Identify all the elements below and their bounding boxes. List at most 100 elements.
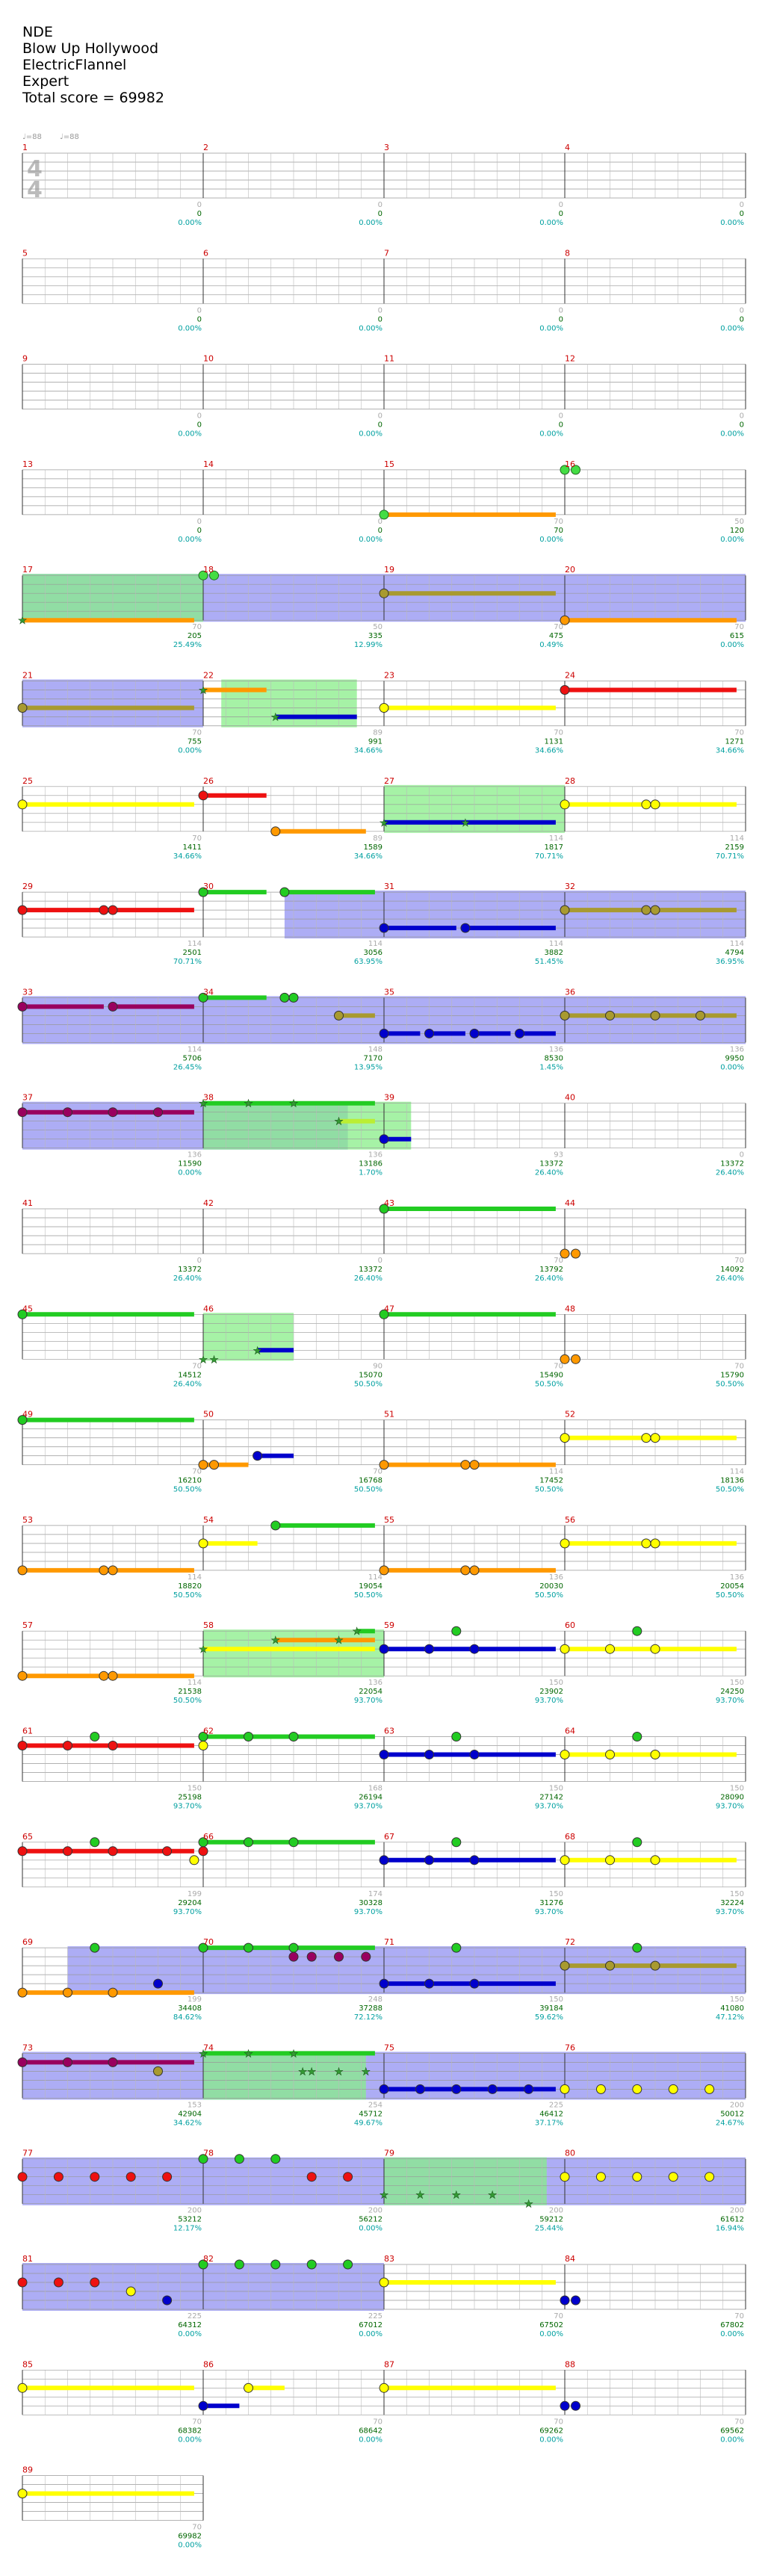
measure-multiplier: 50: [373, 623, 382, 631]
measure-number: 71: [384, 1937, 394, 1947]
song-header: NDE Blow Up Hollywood ElectricFlannel Ex…: [22, 24, 164, 106]
measure-number: 46: [203, 1304, 214, 1313]
note-gem: [460, 923, 471, 933]
note-gem: [198, 1741, 208, 1750]
note-gem: [343, 2172, 353, 2182]
measure-percent: 1.70%: [359, 1169, 382, 1177]
note-gem: [306, 1951, 317, 1962]
measure-percent: 50.50%: [535, 1380, 563, 1388]
note-gem: [270, 2154, 281, 2164]
measure-percent: 26.45%: [173, 1063, 202, 1071]
note-gem: [632, 1732, 642, 1741]
note-gem: [189, 1855, 199, 1866]
measure-multiplier: 0: [378, 201, 382, 209]
note-gem: [560, 1433, 570, 1443]
note-gem: [198, 1460, 208, 1470]
measure-multiplier: 148: [368, 1045, 382, 1053]
measure-number: 31: [384, 882, 394, 891]
measure-percent: 50.50%: [173, 1697, 202, 1705]
note-gem: [460, 1565, 471, 1576]
measure-multiplier: 136: [730, 1573, 744, 1582]
measure-number: 35: [384, 987, 394, 997]
measure-number: 88: [565, 2359, 575, 2369]
note-gem: [234, 2259, 244, 2270]
note-gem: [379, 1204, 389, 1214]
measure-number: 17: [22, 565, 33, 575]
measure-score: 16768: [359, 1477, 382, 1485]
note-gem: [17, 1741, 28, 1750]
measure-percent: 37.17%: [535, 2119, 563, 2127]
measure-number: 52: [565, 1410, 575, 1419]
measure-multiplier: 70: [192, 835, 202, 843]
measure-percent: 50.50%: [354, 1591, 382, 1600]
note-gem: [17, 1415, 28, 1425]
measure-multiplier: 70: [373, 2418, 382, 2426]
song-title: Blow Up Hollywood: [22, 40, 159, 57]
measure-multiplier: 114: [368, 940, 382, 948]
measure-multiplier: 200: [368, 2207, 382, 2215]
measure-score: 0: [740, 315, 744, 323]
note-gem: [379, 1309, 389, 1319]
measure-percent: 0.00%: [539, 430, 563, 439]
measure-score: 15790: [720, 1371, 744, 1379]
measure-number: 83: [384, 2254, 394, 2264]
measure-score: 68642: [359, 2427, 382, 2435]
note-gem: [632, 2172, 642, 2182]
note-gem: [63, 2057, 72, 2067]
note-gem: [379, 923, 389, 933]
note-gem: [560, 1960, 570, 1971]
measure-number: 80: [565, 2149, 575, 2158]
measure-number: 24: [565, 671, 575, 681]
measure-number: 44: [565, 1198, 575, 1208]
measure-percent: 34.66%: [716, 747, 744, 755]
measure-score: 335: [368, 632, 382, 640]
note-gem: [632, 1837, 642, 1848]
measure-percent: 0.00%: [178, 747, 202, 755]
note-gem: [17, 2172, 28, 2182]
measure-number: 34: [203, 987, 214, 997]
measure-percent: 0.00%: [178, 430, 202, 439]
measure-number: 36: [565, 987, 575, 997]
note-gem: [198, 1538, 208, 1549]
note-gem: [17, 703, 28, 713]
measure-score: 23902: [539, 1688, 563, 1696]
note-gem: [424, 1028, 434, 1038]
note-gem: [451, 2084, 462, 2094]
measure-score: 0: [559, 315, 563, 323]
measure-multiplier: 150: [549, 1890, 563, 1898]
measure-percent: 0.00%: [359, 536, 382, 544]
measure-percent: 34.62%: [173, 2119, 202, 2127]
measure-number: 33: [22, 987, 33, 997]
note-gem: [108, 1107, 118, 1118]
note-gem: [641, 1433, 651, 1443]
instrument-label: NDE: [22, 24, 53, 40]
measure-percent: 63.95%: [354, 958, 382, 966]
star-note: ★: [199, 1354, 208, 1366]
note-gem: [650, 799, 660, 810]
measure-multiplier: 0: [740, 412, 744, 421]
measure-percent: 0.00%: [720, 536, 744, 544]
note-gem: [17, 2057, 28, 2067]
measure-multiplier: 150: [730, 1785, 744, 1793]
measure-multiplier: 50: [734, 518, 744, 526]
measure-multiplier: 70: [734, 2418, 744, 2426]
note-gem: [198, 1846, 208, 1857]
measure-number: 45: [22, 1304, 33, 1313]
measure-percent: 0.49%: [539, 641, 563, 649]
measure-score: 0: [197, 315, 202, 323]
measure-score: 13372: [539, 1160, 563, 1168]
artist-name: ElectricFlannel: [22, 57, 127, 73]
note-gem: [288, 1837, 299, 1848]
measure-percent: 93.70%: [354, 1697, 382, 1705]
measure-percent: 50.50%: [354, 1486, 382, 1494]
measure-percent: 0.00%: [359, 2436, 382, 2444]
note-gem: [424, 1978, 434, 1989]
note-gem: [288, 1942, 299, 1953]
measure-score: 615: [730, 632, 744, 640]
note-gem: [90, 1837, 100, 1848]
gem-note: [560, 465, 570, 475]
measure-multiplier: 70: [554, 623, 563, 631]
measure-percent: 50.50%: [535, 1486, 563, 1494]
measure-number: 76: [565, 2043, 575, 2052]
measure-score: 991: [368, 738, 382, 746]
